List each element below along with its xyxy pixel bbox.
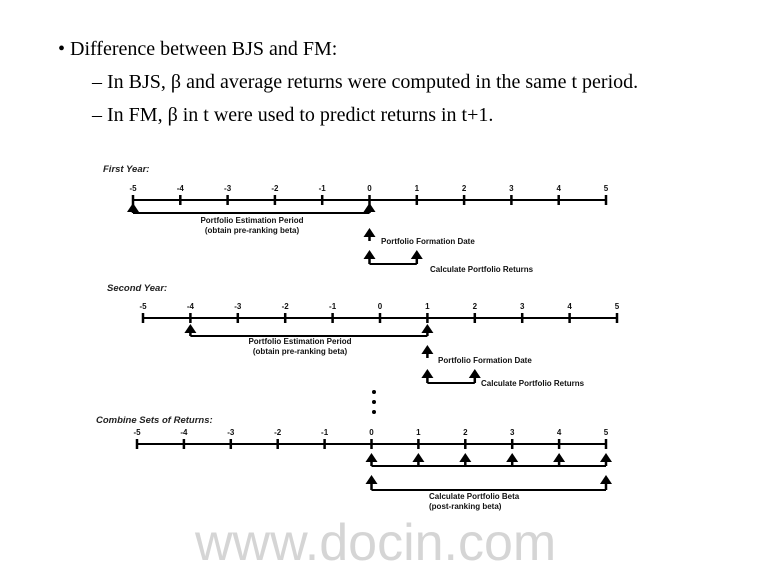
arrow-up-icon-head [600, 453, 612, 462]
arrow-up-icon-head [363, 250, 376, 259]
first-year-tick-label: -5 [129, 184, 137, 193]
arrow-up-icon-head [410, 250, 423, 259]
second-year-tick-label: 4 [567, 302, 572, 311]
first-estimation-label: Portfolio Estimation Period [200, 216, 303, 225]
first-returns-label: Calculate Portfolio Returns [430, 265, 534, 274]
first-year-tick-label: -1 [319, 184, 327, 193]
second-formation-label: Portfolio Formation Date [438, 356, 532, 365]
combine-tick-label: -5 [133, 428, 141, 437]
first-year-tick-label: 5 [604, 184, 609, 193]
arrow-up-icon-head [363, 203, 376, 212]
second-year-tick-label: 1 [425, 302, 430, 311]
first-year-tick-label: 0 [367, 184, 372, 193]
combine-tick-label: 5 [604, 428, 609, 437]
combine-beta-label: Calculate Portfolio Beta [429, 492, 520, 501]
ellipsis-dot [372, 400, 376, 404]
arrow-up-icon-head [421, 345, 434, 354]
combine-tick-label: 2 [463, 428, 468, 437]
combine-title: Combine Sets of Returns: [96, 415, 213, 426]
first-year-tick-label: 2 [462, 184, 467, 193]
ellipsis-dot [372, 410, 376, 414]
arrow-up-icon-head [363, 228, 376, 237]
arrow-up-icon-head [468, 369, 481, 378]
combine-tick-label: 4 [557, 428, 562, 437]
first-year-tick-label: -3 [224, 184, 232, 193]
arrow-up-icon-head [127, 203, 139, 212]
first-formation-label: Portfolio Formation Date [381, 237, 475, 246]
first-year-title: First Year: [103, 164, 149, 175]
second-returns-label: Calculate Portfolio Returns [481, 379, 585, 388]
combine-beta-sublabel: (post-ranking beta) [429, 502, 502, 511]
arrow-up-icon-head [506, 453, 519, 462]
arrow-up-icon-head [421, 369, 434, 378]
combine-tick-label: -4 [180, 428, 188, 437]
arrow-up-icon-head [421, 324, 434, 333]
second-year-tick-label: 5 [615, 302, 620, 311]
combine-tick-label: -3 [227, 428, 235, 437]
first-year-tick-label: -2 [271, 184, 279, 193]
bullet-sub-fm: – In FM, β in t were used to predict ret… [92, 104, 494, 126]
second-year-tick-label: -2 [282, 302, 290, 311]
arrow-up-icon-head [553, 453, 566, 462]
arrow-up-icon-head [365, 475, 378, 484]
second-year-tick-label: -5 [139, 302, 147, 311]
combine-tick-label: 3 [510, 428, 515, 437]
second-year-tick-label: 0 [378, 302, 383, 311]
arrow-up-icon-head [459, 453, 472, 462]
bullet-sub-bjs: – In BJS, β and average returns were com… [92, 71, 639, 93]
arrow-up-icon-head [600, 475, 612, 484]
second-year-tick-label: -4 [187, 302, 195, 311]
combine-tick-label: 1 [416, 428, 421, 437]
second-estimation-sublabel: (obtain pre-ranking beta) [253, 347, 348, 356]
first-year-tick-label: 1 [415, 184, 420, 193]
arrow-up-icon-head [184, 324, 197, 333]
second-year-tick-label: -3 [234, 302, 242, 311]
second-year-tick-label: 2 [473, 302, 478, 311]
ellipsis-dot [372, 390, 376, 394]
first-year-tick-label: 3 [509, 184, 514, 193]
bullet-main: • Difference between BJS and FM: [58, 38, 338, 60]
combine-tick-label: -1 [321, 428, 329, 437]
second-year-title: Second Year: [107, 283, 167, 294]
arrow-up-icon-head [365, 453, 378, 462]
watermark: www.docin.com [194, 514, 556, 568]
combine-tick-label: -2 [274, 428, 282, 437]
second-year-tick-label: 3 [520, 302, 525, 311]
second-estimation-label: Portfolio Estimation Period [248, 337, 351, 346]
arrow-up-icon-head [412, 453, 425, 462]
combine-tick-label: 0 [369, 428, 374, 437]
first-year-tick-label: -4 [177, 184, 185, 193]
first-estimation-sublabel: (obtain pre-ranking beta) [205, 226, 300, 235]
second-year-tick-label: -1 [329, 302, 337, 311]
first-year-tick-label: 4 [556, 184, 561, 193]
